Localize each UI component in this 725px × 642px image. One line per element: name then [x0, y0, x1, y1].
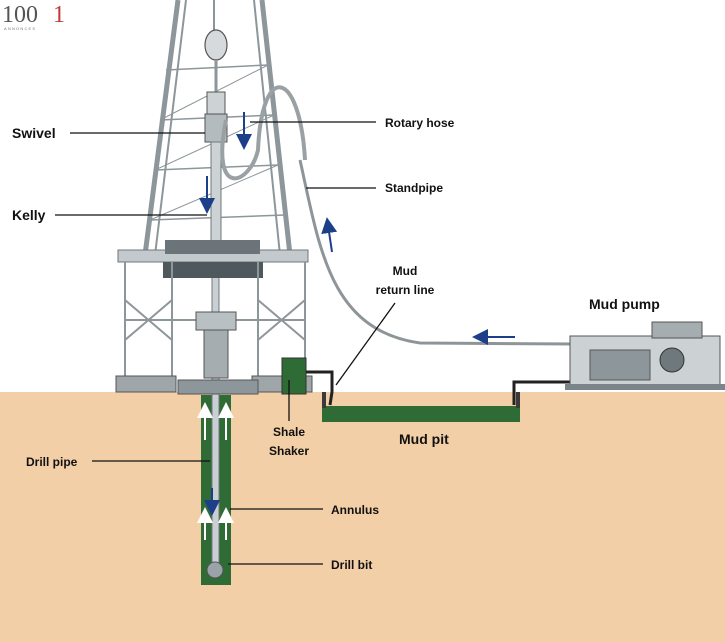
label-standpipe: Standpipe — [385, 181, 443, 195]
wellhead — [177, 379, 259, 395]
label-shale-shaker-1: Shale — [273, 425, 305, 439]
kelly — [210, 141, 222, 243]
mud-pit — [322, 406, 520, 422]
logo-digits: 100 — [2, 2, 38, 28]
blowout-preventer — [203, 329, 229, 379]
leader-lines — [55, 121, 396, 565]
mud-pit-wall-left — [322, 392, 326, 408]
base-left — [115, 375, 177, 393]
rotary-hose — [220, 85, 307, 181]
mud-pit-wall-right — [516, 392, 520, 408]
flow-arrows — [199, 112, 515, 516]
label-rotary-hose: Rotary hose — [385, 116, 455, 130]
drill-pipe — [211, 259, 220, 576]
annulus-arrows — [197, 402, 234, 540]
label-mud-return-line-2: return line — [376, 283, 435, 297]
shale-shaker-unit — [281, 357, 307, 395]
logo-subtitle: ANNONCES — [4, 26, 36, 31]
pump-suction-line — [512, 380, 570, 405]
label-drill-pipe: Drill pipe — [26, 455, 78, 469]
substructure — [124, 262, 306, 380]
mud-pump — [565, 321, 725, 390]
drill-bit — [206, 561, 224, 579]
rig-floor — [117, 240, 309, 278]
label-kelly: Kelly — [12, 207, 46, 223]
label-mud-pit: Mud pit — [399, 431, 449, 447]
swivel-body — [206, 91, 226, 115]
traveling-block — [204, 0, 228, 92]
ground — [0, 392, 725, 642]
label-drill-bit: Drill bit — [331, 558, 372, 572]
label-annulus: Annulus — [331, 503, 379, 517]
mud-return-line — [306, 370, 334, 406]
label-mud-pump: Mud pump — [589, 296, 660, 312]
logo-last-digit: 1 — [53, 2, 65, 28]
label-shale-shaker-2: Shaker — [269, 444, 309, 458]
label-mud-return-line-1: Mud — [393, 264, 418, 278]
logo: 100 1 ANNONCES — [2, 2, 65, 31]
label-swivel: Swivel — [12, 125, 56, 141]
standpipe — [298, 159, 576, 346]
rotary-table — [195, 311, 237, 331]
